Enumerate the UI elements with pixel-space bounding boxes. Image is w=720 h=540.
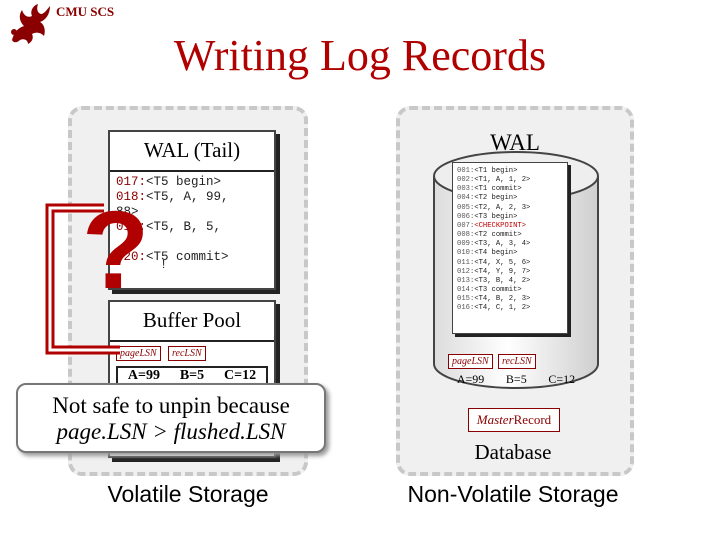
red-bracket-arrow xyxy=(45,203,120,355)
callout-line-1: Not safe to unpin because xyxy=(52,393,290,418)
db-log-line: 012:<T4, Y, 9, 7> xyxy=(457,268,563,277)
db-log-text: <T2 commit> xyxy=(474,231,522,240)
db-wal-log: 001:<T1 begin>002:<T1, A, 1, 2>003:<T1 c… xyxy=(452,162,568,334)
db-log-line: 011:<T4, X, 5, 6> xyxy=(457,259,563,268)
db-log-lsn: 003: xyxy=(457,185,475,194)
db-page-lsn-tag: pageLSN xyxy=(448,354,493,369)
db-log-lsn: 010: xyxy=(457,249,475,258)
db-rec-lsn-tag: recLSN xyxy=(498,354,536,369)
wal-tail-log-line: 017:<T5 begin> xyxy=(116,175,274,190)
db-log-line: 004:<T2 begin> xyxy=(457,194,563,203)
db-log-line: 007:<CHECKPOINT> xyxy=(457,222,563,231)
db-log-lsn: 005: xyxy=(457,203,475,212)
wal-label: WAL xyxy=(490,130,540,155)
db-log-text: <T1 begin> xyxy=(474,167,518,175)
db-log-line: 001:<T1 begin> xyxy=(457,167,563,176)
wal-tail-card: WAL (Tail) 017:<T5 begin>018:<T5, A, 99,… xyxy=(108,130,276,290)
db-log-text: <T4, C, 1, 2> xyxy=(474,304,531,313)
db-log-lsn: 008: xyxy=(457,231,475,240)
wal-tail-trailing: ! xyxy=(160,258,168,272)
db-log-line: 005:<T2, A, 2, 3> xyxy=(457,204,563,213)
buffer-page-lsn-tag: pageLSN xyxy=(116,346,161,361)
db-log-lsn: 002: xyxy=(457,176,475,185)
db-log-lsn: 015: xyxy=(457,295,475,304)
buffer-rec-lsn-tag: recLSN xyxy=(168,346,206,361)
db-log-lsn: 012: xyxy=(457,267,475,276)
db-log-line: 008:<T2 commit> xyxy=(457,231,563,240)
wal-tail-log-lsn: 020: xyxy=(116,250,147,264)
db-log-lsn: 016: xyxy=(457,304,475,313)
buffer-pool-title: Buffer Pool xyxy=(142,308,242,332)
db-log-line: 014:<T3 commit> xyxy=(457,286,563,295)
db-log-line: 013:<T3, B, 4, 2> xyxy=(457,277,563,286)
wal-tail-log-text: <T5, B, 5, xyxy=(146,220,222,234)
db-log-lsn: 006: xyxy=(457,212,475,221)
db-log-text: <T3 commit> xyxy=(474,286,522,295)
buffer-value-c: C=12 xyxy=(223,368,257,383)
db-log-text: <T3, B, 4, 2> xyxy=(474,276,531,285)
db-log-line: 006:<T3 begin> xyxy=(457,213,563,222)
wal-tail-log-line: 88> xyxy=(116,205,274,220)
master-record-rest: Record xyxy=(513,412,552,427)
db-log-line: 015:<T4, B, 2, 3> xyxy=(457,295,563,304)
wal-tail-log-line: 019:<T5, B, 5, xyxy=(116,220,274,235)
volatile-storage-label: Volatile Storage xyxy=(107,481,269,507)
wal-tail-log-text: <T5 commit> xyxy=(146,250,229,264)
db-value-a: A=99 xyxy=(456,371,485,386)
slide-title: Writing Log Records xyxy=(173,31,547,80)
db-log-text: <T2, A, 2, 3> xyxy=(474,203,531,212)
db-log-line: 002:<T1, A, 1, 2> xyxy=(457,176,563,185)
buffer-value-a: A=99 xyxy=(127,368,160,383)
wal-tail-divider xyxy=(110,170,274,172)
db-log-text: <CHECKPOINT> xyxy=(474,221,527,230)
db-log-line: 009:<T3, A, 3, 4> xyxy=(457,240,563,249)
db-log-lsn: 011: xyxy=(457,258,475,267)
wal-tail-log: 017:<T5 begin>018:<T5, A, 99,88>019:<T5,… xyxy=(116,175,274,265)
db-log-lsn: 009: xyxy=(457,240,475,249)
db-log-text: <T1, A, 1, 2> xyxy=(474,176,531,185)
db-log-text: <T3 begin> xyxy=(474,212,518,221)
nonvolatile-storage-label: Non-Volatile Storage xyxy=(407,481,619,507)
db-log-line: 010:<T4 begin> xyxy=(457,249,563,258)
db-log-line: 003:<T1 commit> xyxy=(457,185,563,194)
wal-tail-log-text: 88> xyxy=(116,205,139,219)
db-log-lsn: 004: xyxy=(457,194,475,203)
wal-tail-log-lsn: 018: xyxy=(116,190,147,204)
wal-tail-log-lsn: 019: xyxy=(116,220,147,234)
master-record-italic: Master xyxy=(476,412,514,427)
database-label: Database xyxy=(474,440,552,464)
db-log-text: <T2 begin> xyxy=(474,194,518,203)
wal-tail-log-text: <T5 begin> xyxy=(146,175,222,189)
db-log-text: <T4, X, 5, 6> xyxy=(474,258,531,267)
db-value-b: B=5 xyxy=(505,371,527,386)
db-log-text: <T4, B, 2, 3> xyxy=(474,295,531,304)
wal-tail-log-lsn: 017: xyxy=(116,175,147,189)
db-log-text: <T4 begin> xyxy=(474,249,518,258)
db-log-text: <T1 commit> xyxy=(474,185,522,194)
db-log-lsn: 001: xyxy=(457,167,475,175)
buffer-value-b: B=5 xyxy=(179,368,205,383)
wal-tail-title: WAL (Tail) xyxy=(143,138,241,162)
unpin-warning-callout: Not safe to unpin because page.LSN > flu… xyxy=(16,383,326,453)
db-log-line: 016:<T4, C, 1, 2> xyxy=(457,304,563,313)
db-value-c: C=12 xyxy=(548,371,576,386)
buffer-pool-divider xyxy=(110,340,274,342)
db-page-row: A=99 B=5 C=12 xyxy=(446,368,586,390)
wal-tail-log-text: <T5, A, 99, xyxy=(146,190,229,204)
db-log-text: <T4, Y, 9, 7> xyxy=(474,267,531,276)
question-mark-icon: ? xyxy=(82,189,150,312)
master-record-box: Master Record xyxy=(468,408,560,432)
wal-tail-log-line: 018:<T5, A, 99, xyxy=(116,190,274,205)
db-log-lsn: 007: xyxy=(457,221,475,230)
callout-line-2: page.LSN > flushed.LSN xyxy=(56,419,286,444)
org-name: CMU SCS xyxy=(56,4,115,19)
db-log-lsn: 014: xyxy=(457,286,475,295)
cmu-griffin-logo-icon xyxy=(11,4,50,44)
db-log-text: <T3, A, 3, 4> xyxy=(474,240,531,249)
wal-tail-log-line: 020:<T5 commit> xyxy=(116,250,274,265)
db-log-lsn: 013: xyxy=(457,276,475,285)
